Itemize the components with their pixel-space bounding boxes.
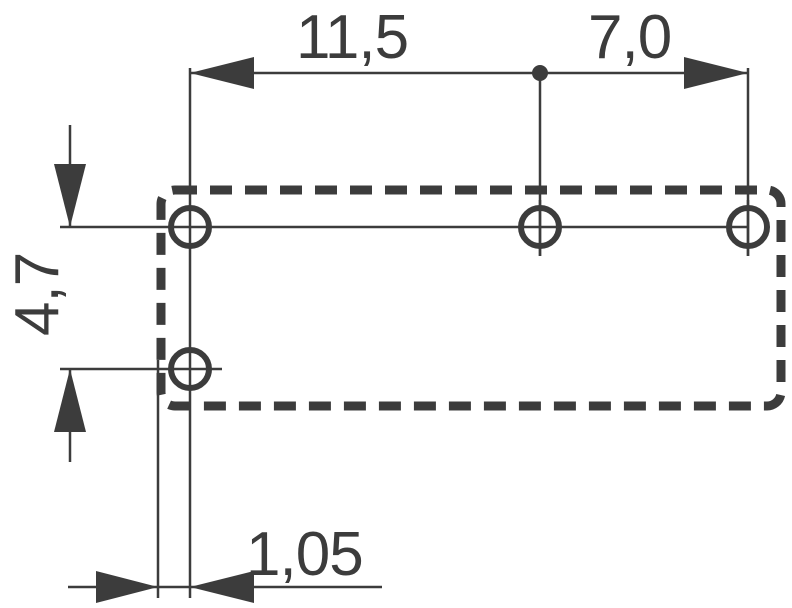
pin-4: [168, 347, 212, 391]
arrowhead-left: [190, 57, 254, 89]
dimension-label-7-0: 7,0: [588, 3, 671, 72]
arrowhead-right: [684, 57, 748, 89]
pin-1: [168, 205, 212, 249]
arrowhead-up: [54, 369, 86, 432]
dimension-label-11-5: 11,5: [296, 3, 408, 72]
arrowhead-offset-right: [96, 571, 158, 603]
dimension-label-4-7: 4,7: [3, 253, 72, 336]
dimension-junction-dot: [532, 65, 548, 81]
arrowhead-offset-left: [190, 571, 254, 603]
component-outline: [156, 185, 786, 411]
dimension-label-1-05: 1,05: [246, 520, 363, 589]
arrowhead-down: [54, 164, 86, 227]
